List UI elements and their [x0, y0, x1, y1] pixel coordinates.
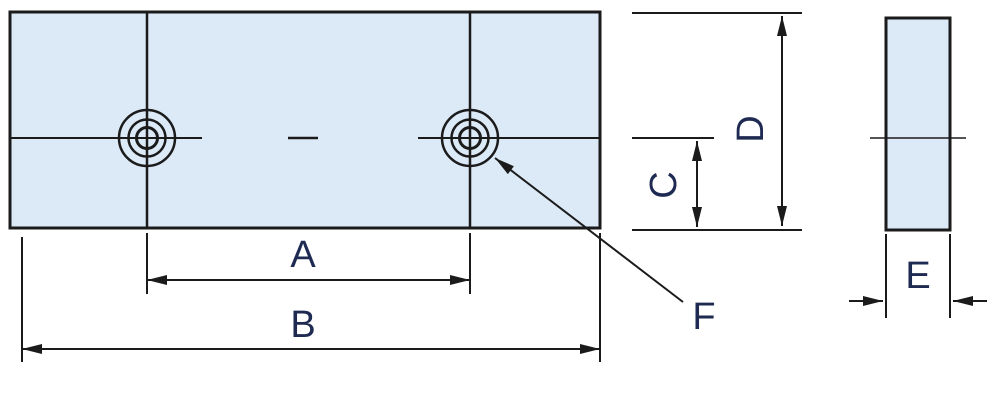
dimension-label-d: D — [730, 115, 772, 142]
linework — [8, 10, 987, 362]
dimension-label-b: B — [290, 304, 315, 346]
dimension-e — [849, 234, 987, 318]
dimension-label-a: A — [290, 234, 316, 276]
hole-left-mid-circle — [127, 118, 167, 158]
dimension-b — [21, 233, 601, 362]
hole-right — [440, 108, 500, 168]
hole-right-inner-circle — [458, 126, 482, 150]
dimension-a — [146, 233, 471, 294]
hole-left — [117, 108, 177, 168]
hole-left-inner-circle — [135, 126, 159, 150]
hole-right-mid-circle — [450, 118, 490, 158]
hole-left-outer-circle — [117, 108, 177, 168]
front-view — [8, 10, 602, 230]
dimension-labels: A B C D E F — [290, 115, 930, 346]
dimension-label-e: E — [905, 255, 930, 297]
dimension-label-c: C — [643, 171, 685, 198]
dimension-c-d — [632, 12, 802, 231]
leader-line-f — [494, 157, 684, 303]
side-view-outline — [884, 16, 952, 232]
callout-label-f: F — [692, 296, 715, 338]
side-view — [870, 16, 966, 232]
hole-right-outer-circle — [440, 108, 500, 168]
front-view-outline — [8, 10, 602, 230]
